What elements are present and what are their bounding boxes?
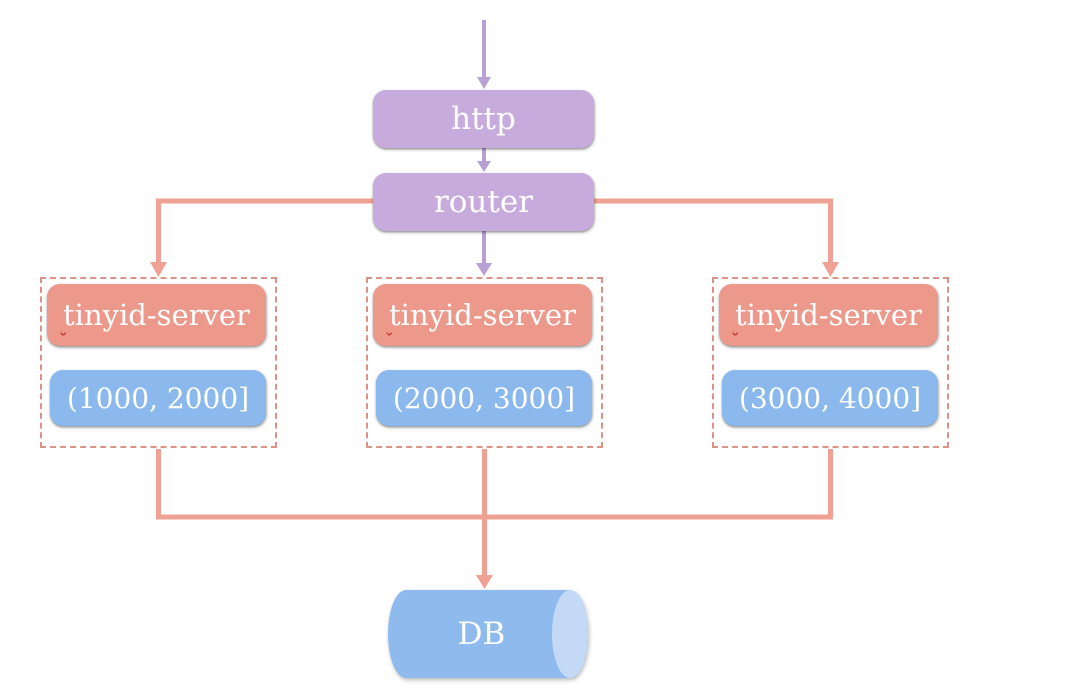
- http-label: http: [451, 101, 516, 137]
- router-node: router: [373, 173, 594, 231]
- id-range-label: (1000, 2000]: [66, 381, 250, 415]
- id-range-label: (3000, 4000]: [738, 381, 922, 415]
- spellcheck-mark-icon: ˇ: [731, 331, 740, 351]
- server-group-1: tinyid-server ˇ (1000, 2000]: [40, 277, 277, 448]
- tinyid-server-node-3: tinyid-server ˇ: [719, 284, 938, 350]
- spellcheck-mark-icon: ˇ: [59, 331, 68, 351]
- arrow-router-to-server-2: [476, 231, 492, 276]
- arrowhead-db: [476, 575, 493, 589]
- arrow-incoming-to-http: [477, 20, 491, 89]
- id-range-node-3: (3000, 4000]: [722, 370, 938, 426]
- tinyid-server-label: tinyid-server: [389, 298, 576, 332]
- arrow-http-to-router: [477, 148, 491, 172]
- id-range-node-1: (1000, 2000]: [50, 370, 266, 426]
- arrowhead-server-1: [150, 262, 167, 277]
- server-group-2: tinyid-server ˇ (2000, 3000]: [366, 277, 603, 448]
- server-group-3: tinyid-server ˇ (3000, 4000]: [712, 277, 949, 448]
- tinyid-server-node-1: tinyid-server ˇ: [47, 284, 266, 350]
- id-range-label: (2000, 3000]: [392, 381, 576, 415]
- tinyid-server-node-2: tinyid-server ˇ: [373, 284, 592, 350]
- connector-servers-to-db: [156, 449, 833, 589]
- db-label: DB: [457, 616, 506, 652]
- tinyid-server-label: tinyid-server: [63, 298, 250, 332]
- tinyid-server-label: tinyid-server: [735, 298, 922, 332]
- arrowhead-server-3: [822, 262, 839, 277]
- router-label: router: [433, 184, 534, 220]
- http-node: http: [373, 90, 594, 148]
- id-range-node-2: (2000, 3000]: [376, 370, 592, 426]
- spellcheck-mark-icon: ˇ: [385, 331, 394, 351]
